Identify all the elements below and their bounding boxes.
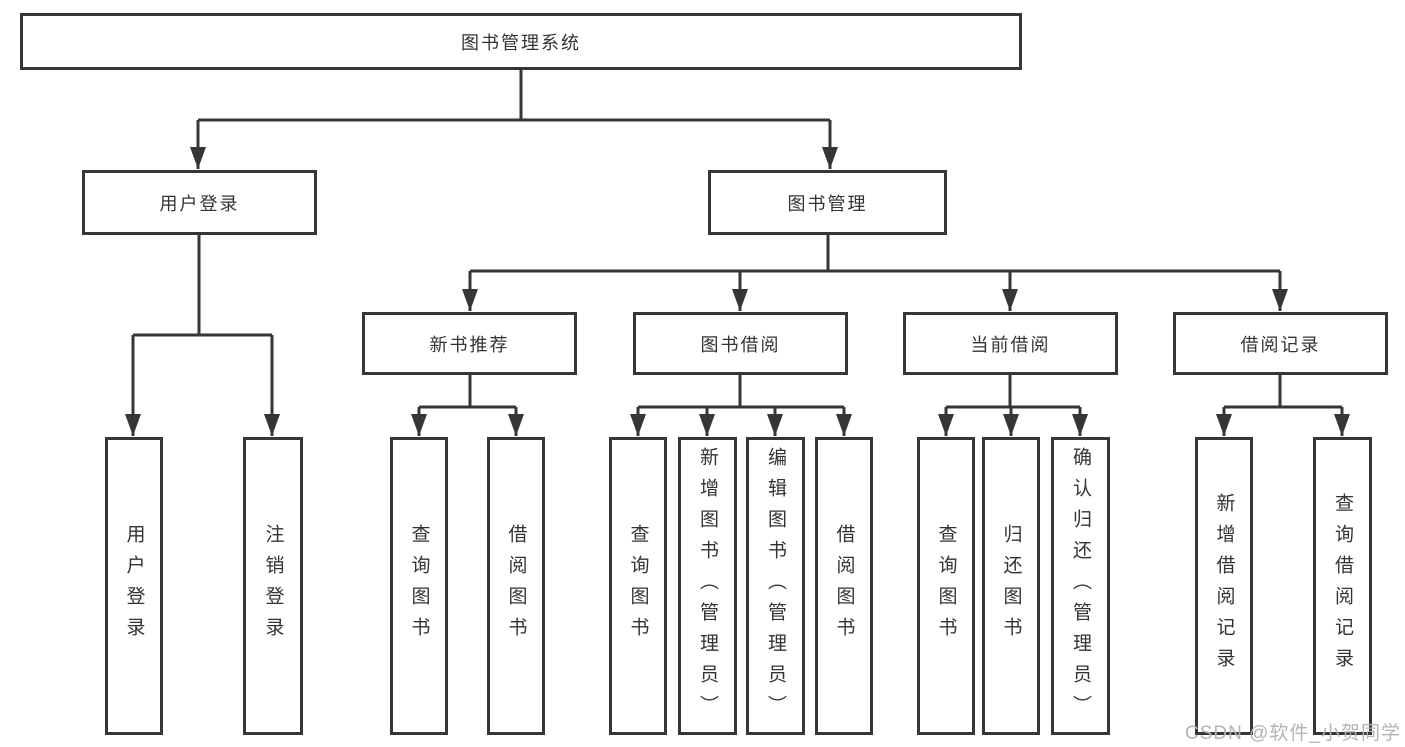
node-current-borrowing: 当前借阅 (903, 312, 1118, 375)
leaf-user-login: 用户登录 (105, 437, 163, 735)
leaf-logout-login: 注销登录 (243, 437, 303, 735)
node-label: 查询借阅记录 (1332, 493, 1353, 679)
leaf-add-borrow-record: 新增借阅记录 (1195, 437, 1253, 735)
leaf-return-books: 归还图书 (982, 437, 1040, 735)
node-borrow-records: 借阅记录 (1173, 312, 1388, 375)
node-book-management: 图书管理 (708, 170, 947, 235)
node-label: 用户登录 (123, 524, 145, 648)
leaf-confirm-return-admin: 确认归还（管理员） (1051, 437, 1110, 735)
leaf-borrow-books-recommend: 借阅图书 (487, 437, 545, 735)
leaf-query-borrow-record: 查询借阅记录 (1313, 437, 1372, 735)
leaf-add-books-admin: 新增图书（管理员） (678, 437, 737, 735)
node-label: 借阅图书 (505, 524, 527, 648)
node-label: 新增借阅记录 (1213, 493, 1235, 679)
node-user-login: 用户登录 (82, 170, 317, 235)
node-label: 借阅图书 (833, 524, 855, 648)
node-new-book-recommend: 新书推荐 (362, 312, 577, 375)
node-label: 用户登录 (159, 193, 240, 214)
node-label: 图书管理 (787, 193, 868, 214)
node-label: 当前借阅 (970, 334, 1051, 355)
node-label: 借阅记录 (1240, 334, 1321, 355)
leaf-query-books-current: 查询图书 (917, 437, 975, 735)
node-root-library-system: 图书管理系统 (20, 13, 1022, 70)
node-label: 查询图书 (627, 524, 649, 648)
leaf-query-books-borrow: 查询图书 (609, 437, 667, 735)
leaf-edit-books-admin: 编辑图书（管理员） (746, 437, 805, 735)
node-label: 编辑图书（管理员） (765, 446, 786, 726)
node-label: 查询图书 (935, 524, 957, 648)
node-label: 确认归还（管理员） (1070, 446, 1091, 726)
node-label: 归还图书 (1000, 524, 1022, 648)
csdn-watermark: CSDN @软件_小贺同学 (1185, 723, 1401, 744)
node-label: 查询图书 (408, 524, 430, 648)
node-book-borrowing: 图书借阅 (633, 312, 848, 375)
leaf-query-books-recommend: 查询图书 (390, 437, 448, 735)
node-label: 图书借阅 (700, 334, 781, 355)
node-label: 注销登录 (262, 524, 284, 648)
node-label: 新书推荐 (429, 334, 510, 355)
node-label: 图书管理系统 (461, 32, 581, 53)
leaf-borrow-books: 借阅图书 (815, 437, 873, 735)
node-label: 新增图书（管理员） (697, 446, 718, 726)
